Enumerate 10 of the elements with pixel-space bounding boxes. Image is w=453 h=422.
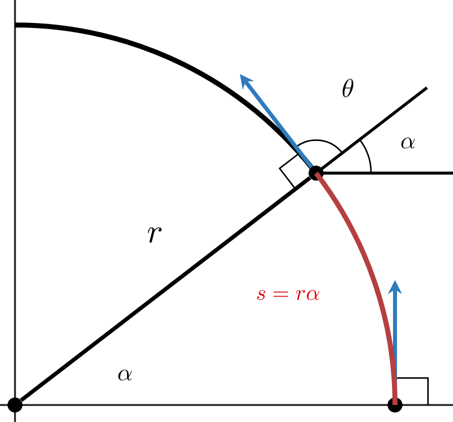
formula-label: $s = r\alpha$ — [257, 290, 320, 300]
arc-line — [314, 172, 398, 406]
formula-label: $\alpha$ — [401, 138, 415, 148]
formula-label: $\alpha$ — [118, 370, 132, 380]
formula-label: $\theta$ — [342, 78, 354, 98]
point-dot — [388, 398, 402, 412]
radius-line — [20, 176, 312, 402]
formula-label: $r$ — [148, 227, 162, 243]
point-dot — [8, 398, 22, 412]
point-dot — [308, 166, 324, 181]
